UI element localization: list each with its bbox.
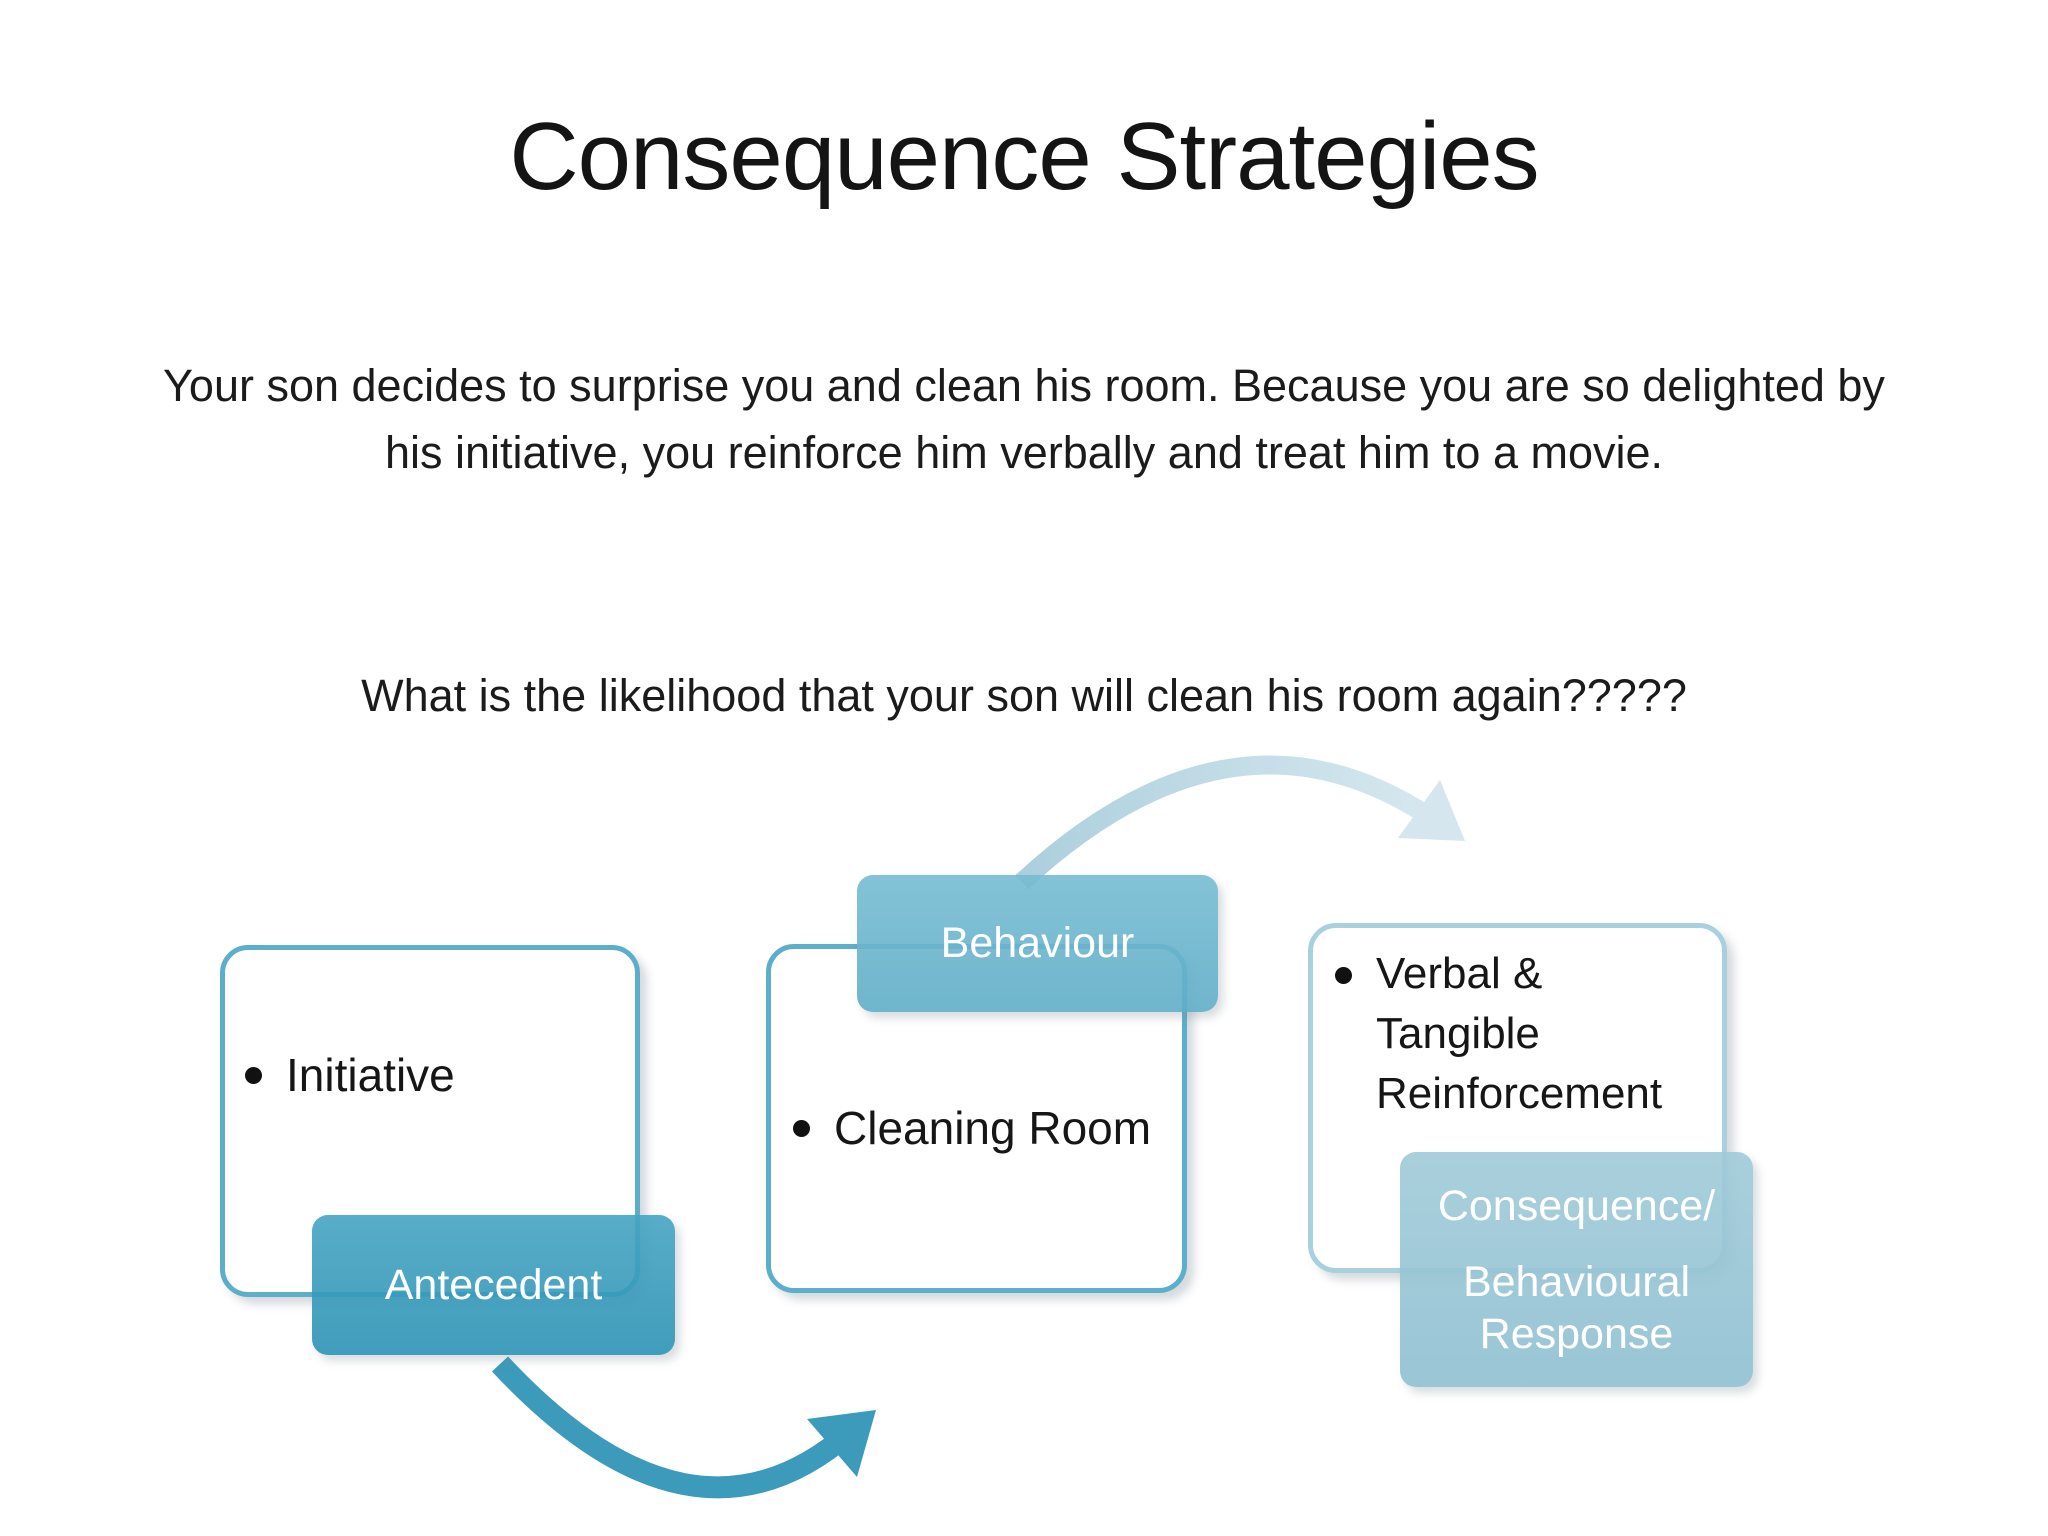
consequence-tag-box: Consequence/ Behavioural Response [1400,1152,1753,1387]
antecedent-tag-label: Antecedent [384,1260,603,1309]
list-item: Verbal & Tangible Reinforcement [1335,944,1686,1124]
bullet-icon [1335,967,1352,984]
behaviour-tag-label: Behaviour [940,919,1135,967]
bullet-icon [793,1120,810,1137]
bullet-label: Cleaning Room [834,1102,1152,1154]
bullet-label: Initiative [286,1049,455,1101]
bullet-icon [245,1067,262,1084]
behaviour-tag-box: Behaviour [857,875,1218,1012]
scenario-paragraph: Your son decides to surprise you and cle… [163,360,1885,478]
bullet-label: Verbal & Tangible Reinforcement [1376,949,1663,1118]
curved-arrow-dark-icon [491,1356,876,1499]
consequence-tag-line2: Behavioural Response [1462,1258,1691,1358]
list-item: Cleaning Room [793,1097,1151,1159]
question-line: What is the likelihood that your son wil… [361,670,1687,721]
slide-title: Consequence Strategies [509,103,1539,210]
list-item: Initiative [245,1044,455,1106]
consequence-tag-line1: Consequence/ [1437,1182,1716,1230]
curved-arrow-light-icon [1015,755,1465,889]
antecedent-tag-box: Antecedent [312,1215,675,1355]
